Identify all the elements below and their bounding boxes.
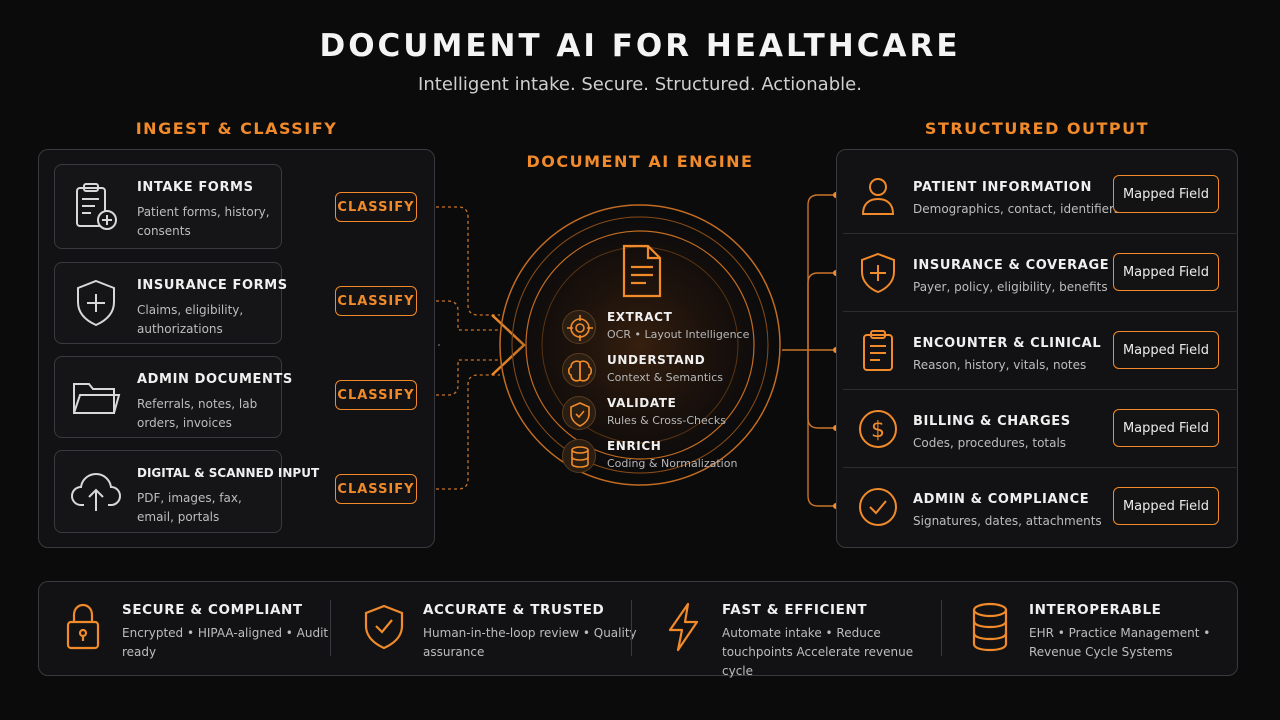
output-row-encounter-clinical: ENCOUNTER & CLINICAL Reason, history, vi… — [843, 312, 1238, 390]
card-desc: Patient forms, history, consents — [137, 205, 270, 238]
step-desc: Coding & Normalization — [607, 457, 738, 470]
step-desc: Rules & Cross-Checks — [607, 414, 726, 427]
row-desc: Demographics, contact, identifiers — [913, 202, 1121, 216]
engine-heading: DOCUMENT AI ENGINE — [526, 152, 754, 171]
engine-step-enrich: ENRICH Coding & Normalization — [562, 437, 762, 477]
benefit-desc: Automate intake • Reduce touchpoints Acc… — [722, 626, 914, 678]
output-row-admin-compliance: ADMIN & COMPLIANCE Signatures, dates, at… — [843, 468, 1238, 546]
classify-button-digital[interactable]: CLASSIFY — [335, 474, 417, 504]
benefit-accurate-trusted: ACCURATE & TRUSTED Human-in-the-loop rev… — [361, 582, 637, 674]
mapped-field-button[interactable]: Mapped Field — [1113, 487, 1219, 525]
classify-button-insurance[interactable]: CLASSIFY — [335, 286, 417, 316]
benefit-divider — [941, 600, 942, 656]
classify-button-intake[interactable]: CLASSIFY — [335, 192, 417, 222]
step-desc: OCR • Layout Intelligence — [607, 328, 750, 341]
step-title: ENRICH — [607, 439, 662, 453]
benefit-title: FAST & EFFICIENT — [722, 602, 868, 618]
svg-text:$: $ — [871, 418, 885, 443]
benefits-bar — [38, 581, 1238, 676]
mapped-field-button[interactable]: Mapped Field — [1113, 409, 1219, 447]
benefit-title: SECURE & COMPLIANT — [122, 602, 303, 618]
dollar-icon: $ — [855, 406, 901, 452]
card-admin-documents[interactable]: ADMIN DOCUMENTS Referrals, notes, lab or… — [54, 356, 292, 438]
classify-button-admin[interactable]: CLASSIFY — [335, 380, 417, 410]
page-subtitle: Intelligent intake. Secure. Structured. … — [418, 74, 862, 95]
step-desc: Context & Semantics — [607, 371, 723, 384]
benefit-desc: Encrypted • HIPAA-aligned • Audit ready — [122, 626, 329, 659]
database-icon — [562, 439, 596, 473]
card-desc: PDF, images, fax, email, portals — [137, 491, 242, 524]
benefit-interoperable: INTEROPERABLE EHR • Practice Management … — [967, 582, 1227, 674]
row-desc: Reason, history, vitals, notes — [913, 358, 1087, 372]
benefit-divider — [631, 600, 632, 656]
benefit-secure-compliant: SECURE & COMPLIANT Encrypted • HIPAA-ali… — [60, 582, 328, 674]
mapped-field-button[interactable]: Mapped Field — [1113, 253, 1219, 291]
cloud-upload-icon — [69, 465, 123, 519]
step-title: EXTRACT — [607, 310, 673, 324]
card-title: INTAKE FORMS — [137, 180, 254, 195]
person-icon — [855, 172, 901, 218]
ingest-heading: INGEST & CLASSIFY — [135, 119, 338, 138]
shield-plus-icon — [69, 276, 123, 330]
card-desc: Claims, eligibility, authorizations — [137, 303, 244, 336]
engine-step-understand: UNDERSTAND Context & Semantics — [562, 351, 762, 391]
mapped-field-button[interactable]: Mapped Field — [1113, 331, 1219, 369]
shield-check-icon — [562, 396, 596, 430]
output-row-patient-information: PATIENT INFORMATION Demographics, contac… — [843, 156, 1238, 234]
clipboard-list-icon — [855, 328, 901, 374]
card-title: INSURANCE FORMS — [137, 278, 288, 293]
lightning-icon — [660, 600, 706, 654]
card-desc: Referrals, notes, lab orders, invoices — [137, 397, 258, 430]
benefit-title: INTEROPERABLE — [1029, 602, 1162, 618]
step-title: VALIDATE — [607, 396, 677, 410]
engine-step-validate: VALIDATE Rules & Cross-Checks — [562, 394, 762, 434]
folder-icon — [69, 370, 123, 424]
card-title: DIGITAL & SCANNED INPUT — [137, 466, 320, 480]
card-intake-forms[interactable]: INTAKE FORMS Patient forms, history, con… — [54, 164, 282, 249]
output-heading: STRUCTURED OUTPUT — [924, 119, 1150, 138]
benefit-fast-efficient: FAST & EFFICIENT Automate intake • Reduc… — [660, 582, 930, 678]
page-title: DOCUMENT AI FOR HEALTHCARE — [319, 28, 961, 64]
benefit-title: ACCURATE & TRUSTED — [423, 602, 605, 618]
engine-step-extract: EXTRACT OCR • Layout Intelligence — [562, 308, 762, 348]
row-title: ENCOUNTER & CLINICAL — [913, 336, 1102, 351]
benefit-desc: EHR • Practice Management • Revenue Cycl… — [1029, 626, 1211, 659]
benefit-desc: Human-in-the-loop review • Quality assur… — [423, 626, 637, 659]
document-icon — [620, 243, 664, 299]
row-title: INSURANCE & COVERAGE — [913, 258, 1110, 273]
mapped-field-button[interactable]: Mapped Field — [1113, 175, 1219, 213]
output-row-insurance-coverage: INSURANCE & COVERAGE Payer, policy, elig… — [843, 234, 1238, 312]
step-title: UNDERSTAND — [607, 353, 706, 367]
card-title: ADMIN DOCUMENTS — [137, 372, 293, 387]
brain-icon — [562, 353, 596, 387]
clipboard-plus-icon — [69, 180, 123, 234]
row-desc: Codes, procedures, totals — [913, 436, 1067, 450]
row-desc: Signatures, dates, attachments — [913, 514, 1102, 528]
check-circle-icon — [855, 484, 901, 530]
row-title: PATIENT INFORMATION — [913, 180, 1092, 195]
card-digital-scanned-input[interactable]: DIGITAL & SCANNED INPUT PDF, images, fax… — [54, 450, 319, 533]
row-title: ADMIN & COMPLIANCE — [913, 492, 1090, 507]
shield-check-icon — [361, 600, 407, 654]
database-icon — [967, 600, 1013, 654]
row-title: BILLING & CHARGES — [913, 414, 1071, 429]
target-icon — [562, 310, 596, 344]
lock-icon — [60, 600, 106, 654]
shield-plus-icon — [855, 250, 901, 296]
benefit-divider — [330, 600, 331, 656]
row-desc: Payer, policy, eligibility, benefits — [913, 280, 1108, 294]
output-row-billing-charges: $ BILLING & CHARGES Codes, procedures, t… — [843, 390, 1238, 468]
card-insurance-forms[interactable]: INSURANCE FORMS Claims, eligibility, aut… — [54, 262, 287, 344]
